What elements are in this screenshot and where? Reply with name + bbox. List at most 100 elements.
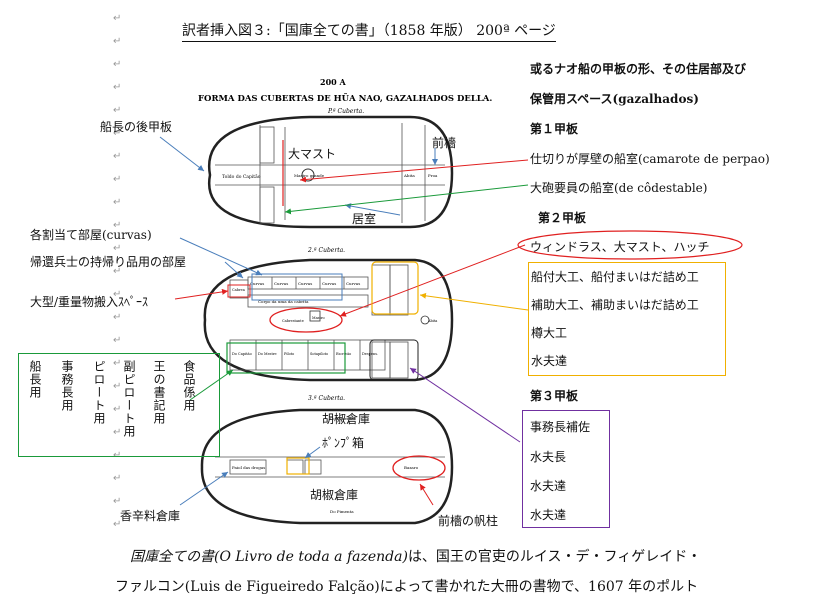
arrow-condestable [284, 184, 529, 215]
deck2-windlass: ウィンドラス、大マスト、ハッチ [530, 240, 710, 254]
paragraph-mark: ↵ [113, 151, 122, 162]
svg-text:Paiol das drogas: Paiol das drogas [232, 465, 265, 470]
paragraph-mark: ↵ [113, 105, 122, 116]
sailors-box-figure [369, 339, 419, 381]
label-pepper-store-1: 胡椒倉庫 [322, 412, 371, 426]
label-curvas: 各割当て部屋(curvas) [30, 228, 152, 242]
paragraph-mark: ↵ [113, 36, 122, 47]
caption-line-2: ファルコン(Luis de Figueiredo Falção)によって書かれた… [115, 579, 699, 595]
label-foremast: 前檣 [432, 136, 457, 150]
svg-text:Curvas: Curvas [274, 281, 288, 286]
vertical-label-pilot: ピロート用 [92, 360, 106, 425]
officers-quarters-box: 船長用 事務長用 ピロート用 副ピロート用 王の書記用 食品係用 [18, 353, 220, 457]
figure-page-number: 200 A [320, 77, 346, 87]
svg-text:Mastro: Mastro [312, 316, 325, 320]
arrow-windlass [339, 244, 526, 317]
caption-book-title: 国庫全ての書(O Livro de toda a fazenda) [130, 549, 408, 565]
arrow-spice-store [179, 471, 229, 506]
arrow-curvas [179, 237, 263, 276]
vertical-label-food-keeper: 食品係用 [182, 360, 196, 412]
curvas-box [251, 273, 343, 301]
deck3-crew-2: 水夫長 [530, 450, 567, 464]
paragraph-mark: ↵ [113, 82, 122, 93]
svg-text:Curvas: Curvas [322, 281, 336, 286]
arrow-carpenters [419, 292, 529, 311]
label-captain-quarterdeck: 船長の後甲板 [100, 120, 173, 134]
windlass-oval [269, 307, 343, 333]
svg-text:Cabrestante: Cabrestante [282, 319, 304, 323]
paragraph-mark: ↵ [113, 266, 122, 277]
carpenters-box [371, 261, 419, 315]
arrow-captain-quarterdeck [159, 136, 205, 172]
paragraph-mark: ↵ [113, 358, 122, 369]
svg-text:Toldo do Capitão: Toldo do Capitão [222, 173, 261, 180]
paragraph-mark: ↵ [113, 312, 122, 323]
paragraph-mark: ↵ [113, 335, 122, 346]
vertical-label-purser: 事務長用 [60, 360, 74, 412]
svg-text:Do Pimenta: Do Pimenta [330, 509, 354, 514]
caption-line-1-rest: は、国王の官吏のルイス・デ・フィゲレイド・ [407, 549, 702, 565]
arrow-foremast-mast [419, 483, 434, 506]
paragraph-mark: ↵ [113, 59, 122, 70]
arrow-officers [189, 369, 234, 401]
deck2-title: 第２甲板 [538, 211, 587, 225]
svg-text:Piloto: Piloto [284, 352, 294, 356]
label-soldiers-room: 帰還兵士の持帰り品用の部屋 [30, 255, 187, 269]
svg-text:Abita: Abita [403, 173, 415, 178]
deck3-crew-1: 事務長補佐 [530, 420, 591, 434]
svg-text:Do Pimenta: Do Pimenta [330, 416, 354, 421]
paragraph-mark: ↵ [113, 128, 122, 139]
label-main-mast: 大マスト [288, 147, 337, 161]
label-cargo-space: 大型/重量物搬入ｽﾍﾟｰｽ [30, 295, 149, 309]
arrow-purser [409, 367, 521, 443]
right-heading-line2: 保管用スペース(gazalhados) [530, 92, 699, 106]
deck3-crew-4: 水夫達 [530, 508, 567, 522]
deck3-title: 第３甲板 [530, 389, 579, 403]
deck1-item-condestable: 大砲要員の船室(de côdestable) [530, 181, 708, 195]
paragraph-mark: ↵ [113, 404, 122, 415]
deck1-item-perpao: 仕切りが厚壁の船室(camarote de perpao) [530, 152, 770, 166]
svg-text:Curvas: Curvas [298, 281, 312, 286]
deck3-drawing: Do Pimenta Paiol das drogas Bazaro Do Pi… [200, 408, 454, 525]
officers-box [226, 342, 346, 374]
deck2-crew-2: 補助大工、補助まいはだ詰め工 [531, 298, 699, 312]
foremast-oval [392, 455, 446, 481]
paragraph-mark: ↵ [113, 381, 122, 392]
vertical-label-royal-clerk: 王の書記用 [152, 360, 166, 425]
paragraph-mark: ↵ [113, 289, 122, 300]
deck1-drawing: Toldo do Capitão Mastro grande Abita Pro… [207, 115, 454, 229]
paragraph-mark: ↵ [113, 13, 122, 24]
figure-heading: FORMA DAS CUBERTAS DE HŨA NAO, GAZALHADO… [198, 92, 492, 104]
arrow-pump [304, 446, 321, 459]
paragraph-mark: ↵ [113, 220, 122, 231]
svg-text:Do Capitão: Do Capitão [232, 352, 252, 356]
paragraph-mark: ↵ [113, 519, 122, 530]
caption-line-1: 国庫全ての書(O Livro de toda a fazenda)は、国王の官吏… [130, 546, 701, 566]
paragraph-mark: ↵ [113, 496, 122, 507]
paragraph-mark: ↵ [113, 243, 122, 254]
label-foremast-mast: 前檣の帆柱 [438, 514, 499, 528]
deck3-label: 3.ª Cuberta. [308, 395, 345, 402]
label-spice-store: 香辛料倉庫 [120, 509, 181, 523]
svg-text:Bazaro: Bazaro [404, 465, 419, 470]
label-pump-box: ﾎﾟﾝﾌﾟ箱 [322, 436, 365, 450]
deck2-crew-1: 船付大工、船付まいはだ詰め工 [531, 270, 699, 284]
deck1-title: 第１甲板 [530, 122, 579, 136]
svg-text:Do Mestre: Do Mestre [258, 352, 277, 356]
deck1-label: P.ª Cuberta. [327, 108, 364, 115]
svg-text:Curvas: Curvas [250, 281, 264, 286]
arrow-perpao [299, 159, 529, 183]
right-windlass-oval [517, 230, 743, 260]
paragraph-mark: ↵ [113, 427, 122, 438]
svg-text:Sotapiloto: Sotapiloto [310, 352, 328, 356]
paragraph-mark: ↵ [113, 450, 122, 461]
paragraph-mark: ↵ [113, 174, 122, 185]
label-pepper-store-2: 胡椒倉庫 [310, 488, 359, 502]
arrow-cargo [174, 288, 229, 300]
deck2-label: 2.ª Cuberta. [307, 247, 345, 254]
deck3-crew-3: 水夫達 [530, 479, 567, 493]
paragraph-mark: ↵ [113, 197, 122, 208]
svg-text:Cabrea: Cabrea [232, 288, 245, 292]
svg-text:Abita: Abita [427, 319, 437, 323]
